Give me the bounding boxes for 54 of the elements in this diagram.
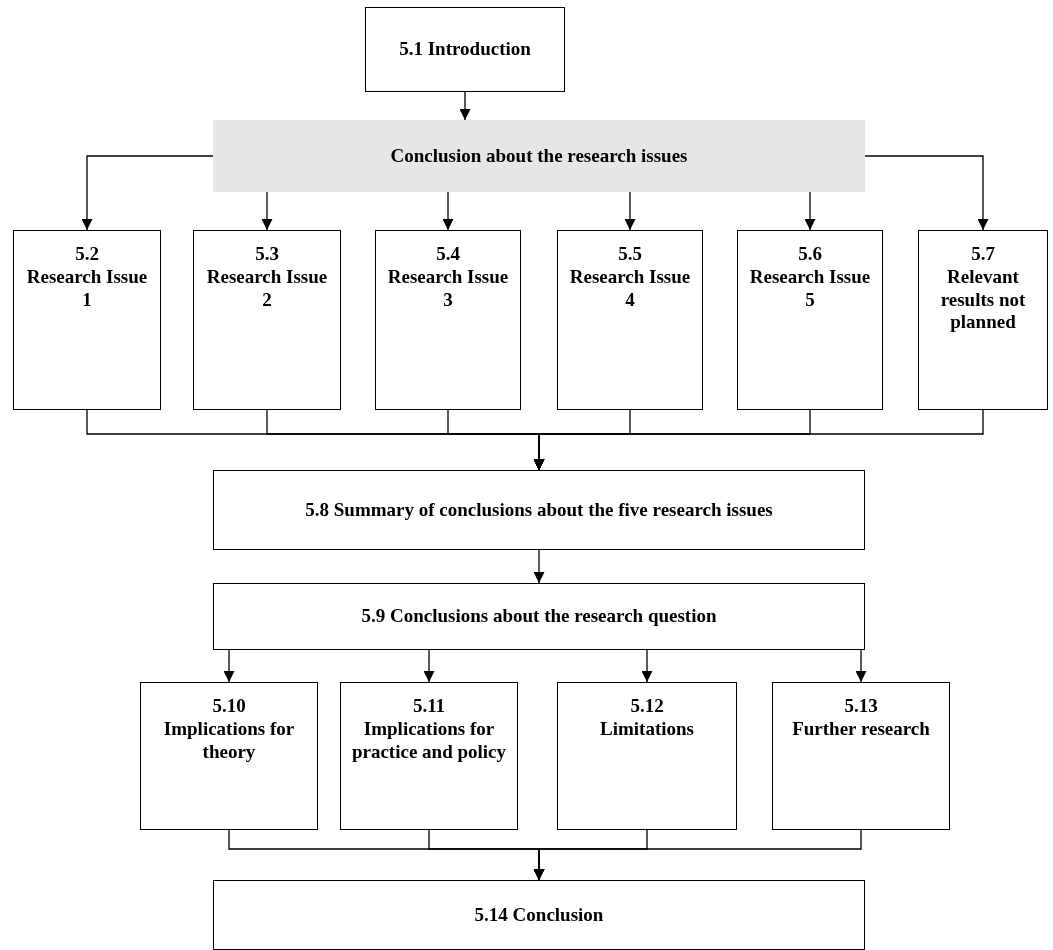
section-box [557, 682, 737, 830]
section-number: 5.4 [436, 243, 460, 266]
section-title: Further research [792, 717, 930, 741]
arrow [533, 829, 862, 881]
arrow [855, 649, 867, 683]
section-box [375, 230, 521, 410]
section-title: Limitations [600, 717, 694, 741]
arrow [533, 549, 545, 584]
section-box [213, 880, 865, 950]
arrow [81, 155, 214, 231]
section-number: 5.5 [618, 243, 642, 266]
arrow [641, 649, 653, 683]
section-box [213, 470, 865, 550]
section-title: Implications for theory [162, 717, 296, 764]
section-title: Research Issue 2 [205, 265, 329, 312]
section-box [340, 682, 518, 830]
section-number: 5.6 [798, 243, 822, 266]
section-title: Relevant results not planned [939, 265, 1027, 335]
section-title: Research Issue 3 [386, 265, 510, 312]
arrow [624, 191, 636, 231]
section-title: Implications for practice and policy [350, 717, 508, 764]
arrow [442, 191, 454, 231]
section-title: Research Issue 1 [25, 265, 149, 312]
section-number: 5.7 [971, 243, 995, 266]
section-title: 5.8 Summary of conclusions about the five research issues [305, 498, 773, 522]
section-title: 5.14 Conclusion [474, 903, 604, 927]
arrow [423, 649, 435, 683]
section-box [918, 230, 1048, 410]
header-band [213, 120, 865, 192]
section-box [193, 230, 341, 410]
section-title: Research Issue 4 [568, 265, 692, 312]
section-number: 5.3 [255, 243, 279, 266]
section-box [557, 230, 703, 410]
arrow [459, 91, 471, 121]
section-number: 5.13 [844, 695, 878, 718]
section-title: 5.9 Conclusions about the research question [361, 605, 717, 628]
arrow [261, 191, 273, 231]
section-title: Conclusion about the research issues [390, 144, 688, 168]
section-box [365, 7, 565, 92]
section-title: Research Issue 5 [748, 265, 872, 312]
section-number: 5.2 [75, 243, 99, 266]
arrow [864, 155, 989, 231]
arrow [804, 191, 816, 231]
section-box [13, 230, 161, 410]
section-title: 5.1 Introduction [399, 38, 531, 61]
section-box [772, 682, 950, 830]
arrow [223, 649, 235, 683]
section-number: 5.12 [630, 695, 664, 718]
section-number: 5.11 [412, 695, 446, 718]
section-box [737, 230, 883, 410]
section-box [140, 682, 318, 830]
arrow [533, 409, 984, 471]
section-number: 5.10 [212, 695, 246, 718]
section-box [213, 583, 865, 650]
